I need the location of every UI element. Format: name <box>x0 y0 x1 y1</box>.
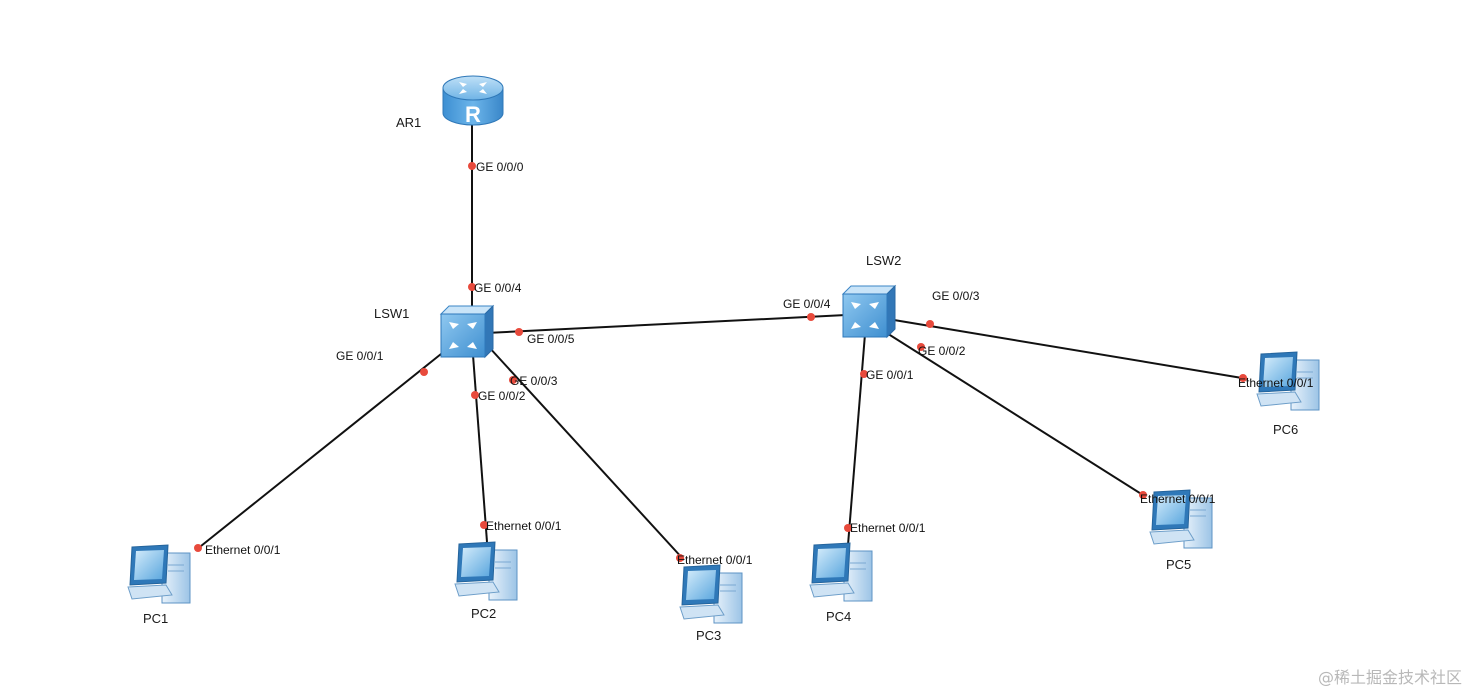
link-lsw1-pc3 <box>487 345 685 561</box>
node-label-pc4: PC4 <box>826 609 851 624</box>
port-dot-pc3-eth[interactable] <box>676 554 684 562</box>
computer-icon <box>1256 351 1320 411</box>
port-label-pc2-eth: Ethernet 0/0/1 <box>486 519 562 533</box>
port-dot-lsw1-ge002[interactable] <box>471 391 479 399</box>
link-lsw1-pc1 <box>195 349 447 551</box>
port-dot-pc5-eth[interactable] <box>1139 491 1147 499</box>
computer-icon <box>1149 489 1213 549</box>
port-dot-pc4-eth[interactable] <box>844 524 852 532</box>
port-label-pc5-eth: Ethernet 0/0/1 <box>1140 492 1216 506</box>
port-label-pc3-eth: Ethernet 0/0/1 <box>677 553 753 567</box>
link-lsw2-pc5 <box>881 329 1147 498</box>
port-label-lsw2-ge002: GE 0/0/2 <box>918 344 966 358</box>
port-labels: GE 0/0/0 GE 0/0/4 GE 0/0/5 GE 0/0/1 GE 0… <box>205 160 1314 567</box>
port-dot-lsw2-ge004[interactable] <box>807 313 815 321</box>
port-label-pc6-eth: Ethernet 0/0/1 <box>1238 376 1314 390</box>
pc-pc3[interactable] <box>679 564 743 624</box>
port-dot-pc2-eth[interactable] <box>480 521 488 529</box>
link-lsw1-lsw2 <box>485 314 847 334</box>
port-label-lsw2-ge003: GE 0/0/3 <box>932 289 980 303</box>
switch-arrows-icon <box>851 302 879 329</box>
links <box>195 125 1249 561</box>
port-dot-lsw2-ge003[interactable] <box>926 320 934 328</box>
port-dot-lsw2-ge002[interactable] <box>917 343 925 351</box>
port-label-lsw1-ge005: GE 0/0/5 <box>527 332 575 346</box>
port-dot-pc6-eth[interactable] <box>1239 374 1247 382</box>
switch-lsw2[interactable] <box>841 284 897 339</box>
port-dots <box>194 162 1247 562</box>
router-glyph: R <box>465 102 481 127</box>
link-lsw2-pc6 <box>893 319 1249 380</box>
router-arrows-icon <box>459 82 487 94</box>
switch-lsw1[interactable] <box>439 304 495 359</box>
port-dot-lsw1-ge005[interactable] <box>515 328 523 336</box>
computer-icon <box>679 564 743 624</box>
computer-icon <box>454 541 518 601</box>
node-label-pc1: PC1 <box>143 611 168 626</box>
port-label-lsw2-ge004: GE 0/0/4 <box>783 297 831 311</box>
node-label-lsw2: LSW2 <box>866 253 901 268</box>
link-lsw1-pc2 <box>472 354 488 543</box>
port-label-lsw2-ge001: GE 0/0/1 <box>866 368 914 382</box>
router-ar1[interactable]: R <box>442 75 504 127</box>
node-label-ar1: AR1 <box>396 115 421 130</box>
port-dot-ar1-ge000[interactable] <box>468 162 476 170</box>
port-label-lsw1-ge001: GE 0/0/1 <box>336 349 384 363</box>
pc-pc4[interactable] <box>809 542 873 602</box>
node-label-pc2: PC2 <box>471 606 496 621</box>
port-dot-lsw2-ge001[interactable] <box>860 370 868 378</box>
node-label-pc5: PC5 <box>1166 557 1191 572</box>
port-dot-lsw1-ge004[interactable] <box>468 283 476 291</box>
pc-pc5[interactable] <box>1149 489 1213 549</box>
pc-pc2[interactable] <box>454 541 518 601</box>
pc-pc6[interactable] <box>1256 351 1320 411</box>
node-label-pc3: PC3 <box>696 628 721 643</box>
switch-arrows-icon <box>449 322 477 349</box>
node-label-pc6: PC6 <box>1273 422 1298 437</box>
link-lsw2-pc4 <box>847 333 866 546</box>
port-label-pc1-eth: Ethernet 0/0/1 <box>205 543 281 557</box>
computer-icon <box>127 544 191 604</box>
computer-icon <box>809 542 873 602</box>
port-dot-lsw1-ge001[interactable] <box>420 368 428 376</box>
port-label-lsw1-ge003: GE 0/0/3 <box>510 374 558 388</box>
watermark: @稀土掘金技术社区 <box>1318 668 1462 687</box>
port-dot-pc1-eth[interactable] <box>194 544 202 552</box>
port-label-lsw1-ge002: GE 0/0/2 <box>478 389 526 403</box>
port-dot-lsw1-ge003[interactable] <box>509 376 517 384</box>
pc-pc1[interactable] <box>127 544 191 604</box>
node-label-lsw1: LSW1 <box>374 306 409 321</box>
port-label-lsw1-ge004: GE 0/0/4 <box>474 281 522 295</box>
port-label-ar1-ge000: GE 0/0/0 <box>476 160 524 174</box>
port-label-pc4-eth: Ethernet 0/0/1 <box>850 521 926 535</box>
